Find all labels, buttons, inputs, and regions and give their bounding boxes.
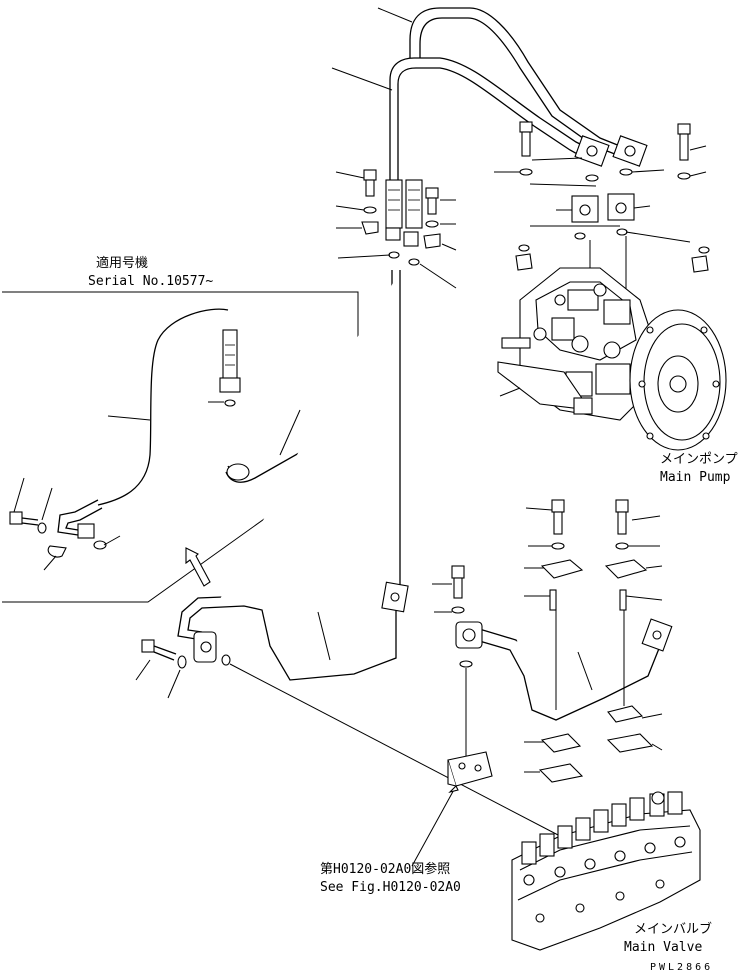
- arrow-to-inset: [185, 547, 211, 587]
- lower-left-hardware: [135, 639, 561, 837]
- serial-detail-inset: [2, 291, 359, 603]
- reference-label-jp: 第H0120-02A0図参照: [320, 862, 451, 877]
- clamp-hardware: [524, 499, 663, 783]
- main-pump-label-en: Main Pump: [660, 470, 731, 485]
- upper-hoses: [331, 7, 648, 247]
- reference-label-en: See Fig.H0120-02A0: [320, 880, 461, 895]
- serial-label-jp: 適用号機: [96, 256, 149, 271]
- main-pump: [497, 267, 727, 451]
- long-tube: [177, 270, 409, 681]
- main-valve-label-en: Main Valve: [624, 940, 703, 955]
- serial-label-en: Serial No.10577~: [88, 274, 214, 289]
- main-valve: [511, 791, 701, 951]
- main-pump-label-jp: メインポンプ: [660, 452, 738, 467]
- pump-hardware: [494, 121, 710, 320]
- middle-tube: [432, 565, 673, 756]
- manifold-block: [411, 751, 493, 867]
- drawing-code: PWL2866: [650, 962, 714, 973]
- main-valve-label-jp: メインバルブ: [634, 922, 713, 937]
- upper-left-hardware: [335, 169, 457, 289]
